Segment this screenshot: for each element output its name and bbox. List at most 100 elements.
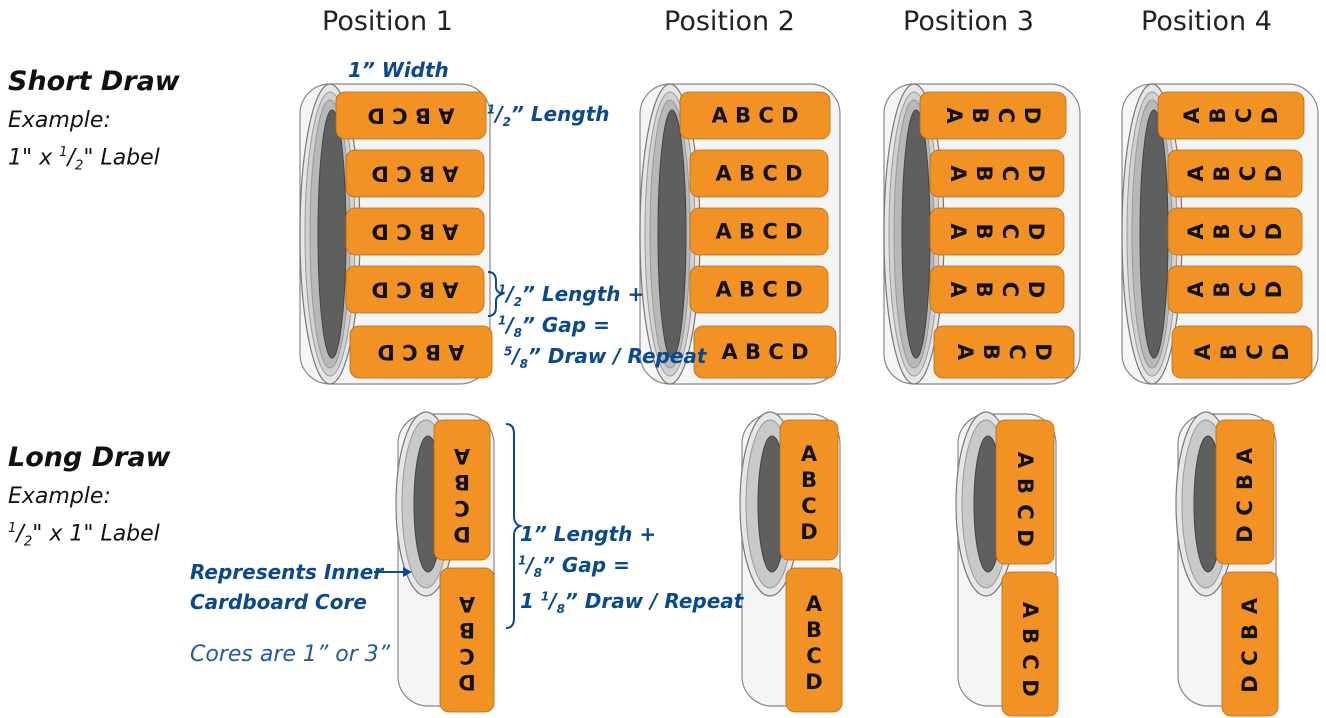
p4-short-text-glyph: A — [1191, 343, 1215, 360]
p3-long-text-glyph: A — [1018, 602, 1042, 619]
p2-long-text-glyph-group: B — [806, 618, 822, 642]
p3-short-text-glyph: A — [942, 107, 966, 124]
p4-long-text-glyph-group: B — [1238, 624, 1262, 640]
p4-short-text-glyph: D — [1258, 107, 1282, 124]
p1-long-text-glyph-group: A — [453, 444, 470, 468]
p4-long-text-glyph-group: C — [1233, 500, 1257, 515]
short-gap-line1: 1/2” Length + — [498, 282, 645, 309]
p1-long-text-glyph: C — [454, 496, 469, 520]
p1-short-label — [345, 265, 485, 314]
p2-long-text-glyph-group: D — [800, 520, 817, 544]
p2-long-text-glyph: D — [805, 670, 822, 694]
p4-short-text-glyph-group: C — [1236, 166, 1260, 181]
p1-short-text: A B C D — [371, 278, 458, 302]
p2-long-text-glyph: D — [800, 520, 817, 544]
short-draw-example: Example: — [8, 108, 111, 133]
p4-short-text-glyph-group: B — [1217, 344, 1241, 360]
length-annotation: 1/2” Length — [487, 102, 610, 129]
p3-long-label — [1001, 571, 1059, 717]
p3-short-text-glyph: B — [979, 344, 1003, 360]
p2-long-text-glyph-group: A — [806, 592, 823, 616]
p3-long-text-glyph: D — [1018, 679, 1042, 696]
p1-long-text-glyph: A — [453, 444, 470, 468]
p3-long-text-glyph: C — [1013, 504, 1037, 519]
p4-short-label — [1167, 265, 1303, 314]
p4-short-text-glyph-group: C — [1236, 282, 1260, 297]
p4-short-text-glyph: D — [1262, 223, 1286, 240]
p1-short-label — [345, 149, 485, 198]
p3-long-text-glyph: A — [1013, 452, 1037, 469]
long-draw-title: Long Draw — [8, 442, 171, 473]
p4-short-text-glyph-group: B — [1210, 281, 1234, 297]
p2-long-text-glyph-group: B — [801, 468, 817, 492]
p1-short-text: A B C D — [371, 220, 458, 244]
p4-short-text-glyph: B — [1206, 107, 1230, 123]
p3-short-text-glyph-group: A — [942, 107, 966, 124]
p3-short-text-glyph-group: B — [972, 223, 996, 239]
p4-long-label — [1221, 571, 1279, 717]
p3-short-text-glyph: D — [1024, 281, 1048, 298]
p1-long-text-glyph: A — [458, 592, 475, 616]
p2-short-label — [693, 325, 837, 379]
p2-long-text-glyph-group: D — [805, 670, 822, 694]
roll-core — [1139, 109, 1169, 359]
short-draw-title: Short Draw — [8, 66, 180, 97]
p4-short-text-glyph: D — [1262, 165, 1286, 182]
p1-short-text: A B C D — [371, 162, 458, 186]
p3-short-text-glyph-group: C — [1005, 344, 1029, 359]
p3-short-text-glyph-group: B — [979, 344, 1003, 360]
p2-long-text-glyph-group: A — [801, 442, 818, 466]
p3-short-label — [919, 91, 1067, 140]
short-gap-line3: 5/8” Draw / Repeat — [504, 344, 707, 371]
p4-long-text-glyph: A — [1233, 447, 1257, 464]
p4-short-text-glyph-group: D — [1262, 165, 1286, 182]
p4-short-label — [1171, 325, 1313, 379]
long-brace — [505, 423, 524, 629]
p3-short-text-glyph-group: B — [968, 107, 992, 123]
p3-short-text-glyph: C — [1005, 344, 1029, 359]
heading-position-4: Position 4 — [1141, 6, 1272, 37]
p3-short-text-glyph-group: B — [972, 165, 996, 181]
p3-short-text-glyph: B — [972, 165, 996, 181]
p2-short-text-group: A B C D — [721, 340, 808, 364]
p4-short-text-glyph: A — [1184, 223, 1208, 240]
p1-long-text-glyph-group: D — [453, 522, 470, 546]
p4-long-text-glyph: C — [1233, 500, 1257, 515]
p3-short-text-glyph-group: B — [972, 281, 996, 297]
p2-short-text-group: A B C D — [715, 162, 802, 186]
long-draw-example: Example: — [8, 484, 111, 509]
p3-short-text-glyph-group: C — [994, 108, 1018, 123]
p4-long-text-glyph: B — [1238, 624, 1262, 640]
p2-short-label — [689, 207, 829, 256]
p4-long-text-glyph: C — [1238, 650, 1262, 665]
p3-long-text-glyph-group: A — [1018, 602, 1042, 619]
p2-long-label — [779, 419, 839, 561]
p3-short-text-glyph: A — [946, 281, 970, 298]
roll-core — [657, 109, 687, 359]
p1-long-text-glyph: B — [454, 470, 470, 494]
p4-short-text-glyph-group: D — [1262, 223, 1286, 240]
p3-short-text-glyph: A — [946, 223, 970, 240]
p4-long-text-glyph: A — [1238, 597, 1262, 614]
long-draw-size: 1/2" x 1" Label — [8, 521, 160, 550]
p3-short-text-glyph: C — [994, 108, 1018, 123]
p3-short-text-glyph-group: D — [1024, 281, 1048, 298]
p3-short-label — [929, 149, 1065, 198]
p3-long-text-glyph-group: D — [1018, 679, 1042, 696]
roll-core — [901, 109, 931, 359]
p2-long-text-glyph: C — [806, 644, 821, 668]
p4-long-text-glyph-group: B — [1233, 474, 1257, 490]
p4-short-text-glyph-group: C — [1236, 224, 1260, 239]
heading-position-3: Position 3 — [903, 6, 1034, 37]
p2-short-label — [689, 149, 829, 198]
p3-long-text-glyph: B — [1018, 628, 1042, 644]
p4-short-label — [1157, 91, 1305, 140]
p2-short-text: A B C D — [715, 220, 802, 244]
p4-short-text-glyph: B — [1210, 165, 1234, 181]
p3-short-text-glyph-group: D — [1024, 165, 1048, 182]
p4-short-text-glyph-group: B — [1210, 165, 1234, 181]
p1-long-text-glyph: C — [459, 644, 474, 668]
p2-short-text: A B C D — [715, 162, 802, 186]
p2-long-text-glyph: B — [806, 618, 822, 642]
p4-short-text-glyph: B — [1210, 223, 1234, 239]
